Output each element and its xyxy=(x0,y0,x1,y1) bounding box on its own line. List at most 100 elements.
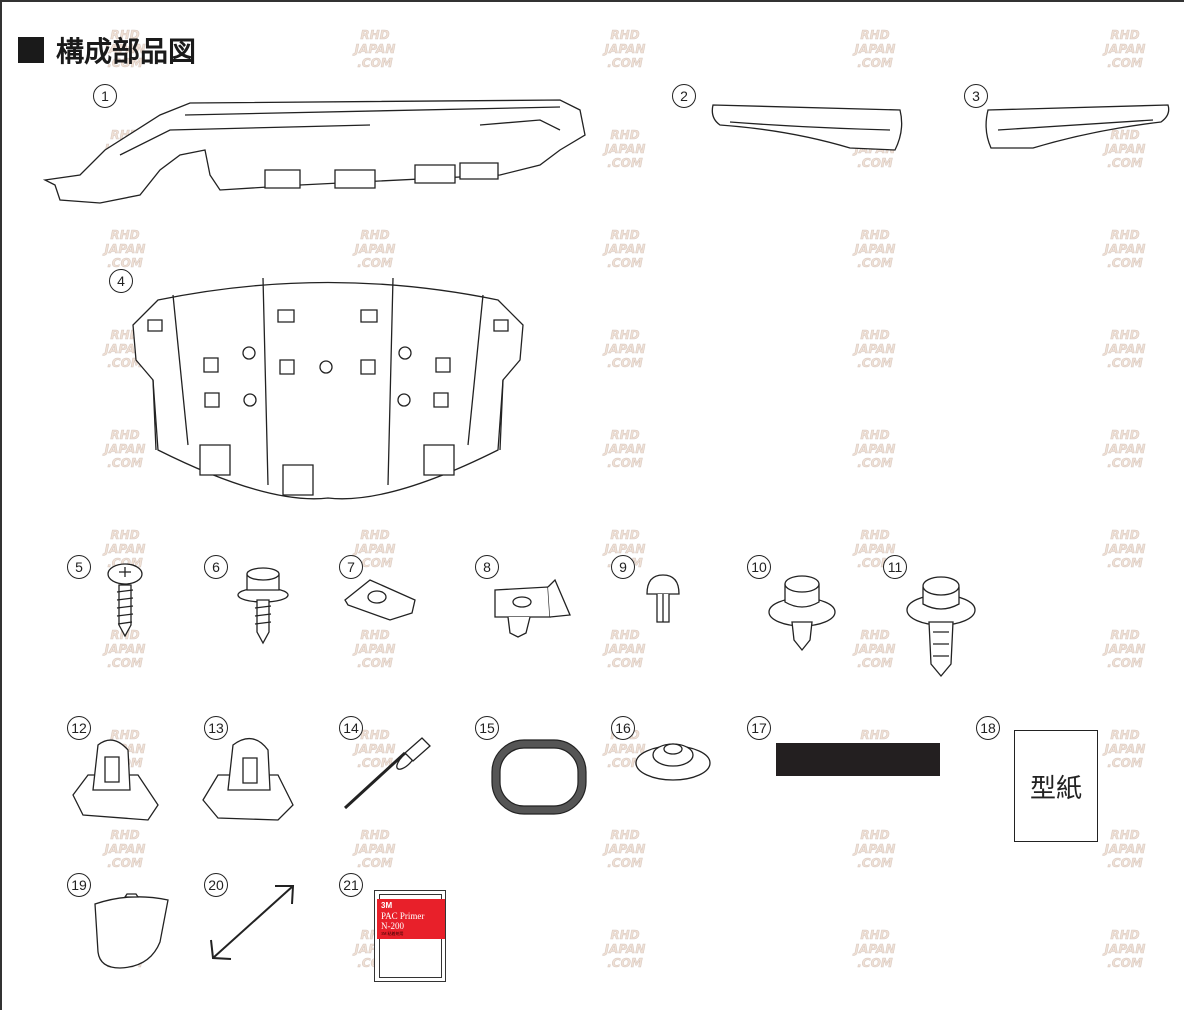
watermark-text: RHD xyxy=(360,528,390,543)
top-border xyxy=(0,0,1184,2)
part-17-tape xyxy=(776,743,940,776)
watermark-text: RHD xyxy=(1110,228,1140,243)
watermark-text: RHD xyxy=(1110,28,1140,43)
part-number-8: 8 xyxy=(475,555,499,579)
part-number-19: 19 xyxy=(67,873,91,897)
part-number-7: 7 xyxy=(339,555,363,579)
watermark-text: .COM xyxy=(1107,856,1143,871)
watermark-text: RHD xyxy=(860,928,890,943)
watermark-text: RHD xyxy=(610,228,640,243)
part-number-1: 1 xyxy=(93,84,117,108)
part-15-drawing xyxy=(490,738,590,816)
watermark-text: RHD xyxy=(860,228,890,243)
watermark-text: .COM xyxy=(857,356,893,371)
primer-label: 3M PAC Primer N-200 3M 粘着剤用 xyxy=(377,899,445,939)
part-21-primer: 3M PAC Primer N-200 3M 粘着剤用 xyxy=(374,890,446,982)
watermark-text: .COM xyxy=(607,356,643,371)
watermark-text: JAPAN xyxy=(104,242,146,257)
watermark-text: .COM xyxy=(1107,656,1143,671)
watermark-text: JAPAN xyxy=(104,642,146,657)
watermark-text: RHD xyxy=(610,328,640,343)
watermark-text: JAPAN xyxy=(604,642,646,657)
watermark-text: RHD xyxy=(360,228,390,243)
part-5-drawing xyxy=(105,560,150,640)
watermark-text: RHD xyxy=(360,28,390,43)
watermark-text: JAPAN xyxy=(854,242,896,257)
watermark-text: JAPAN xyxy=(604,542,646,557)
part-number-10: 10 xyxy=(747,555,771,579)
watermark-text: .COM xyxy=(1107,456,1143,471)
primer-brand: 3M xyxy=(381,901,393,910)
part-number-5: 5 xyxy=(67,555,91,579)
template-label: 型紙 xyxy=(1029,773,1082,804)
watermark-text: JAPAN xyxy=(854,42,896,57)
watermark-text: JAPAN xyxy=(1104,442,1146,457)
watermark-text: RHD xyxy=(610,828,640,843)
watermark-text: JAPAN xyxy=(604,842,646,857)
watermark-text: .COM xyxy=(357,256,393,271)
watermark-text: RHD xyxy=(360,828,390,843)
watermark-text: RHD xyxy=(1110,628,1140,643)
watermark-text: RHD xyxy=(860,728,890,743)
watermark-text: .COM xyxy=(1107,256,1143,271)
part-12-drawing xyxy=(68,735,163,825)
watermark-text: RHD xyxy=(610,428,640,443)
watermark-text: RHD xyxy=(1110,828,1140,843)
watermark-text: JAPAN xyxy=(354,842,396,857)
watermark-text: JAPAN xyxy=(1104,742,1146,757)
watermark-text: .COM xyxy=(857,56,893,71)
watermark-text: RHD xyxy=(610,28,640,43)
watermark-text: JAPAN xyxy=(854,842,896,857)
part-19-drawing xyxy=(90,892,172,972)
watermark-text: RHD xyxy=(1110,928,1140,943)
watermark-text: .COM xyxy=(107,856,143,871)
watermark-text: .COM xyxy=(357,656,393,671)
watermark-text: RHD xyxy=(1110,328,1140,343)
part-number-9: 9 xyxy=(611,555,635,579)
watermark-text: .COM xyxy=(607,56,643,71)
watermark-text: .COM xyxy=(107,656,143,671)
part-2-drawing xyxy=(710,100,910,155)
watermark-text: JAPAN xyxy=(854,442,896,457)
part-1-drawing xyxy=(40,95,590,210)
part-16-drawing xyxy=(633,735,713,785)
watermark-text: .COM xyxy=(607,456,643,471)
watermark-text: RHD xyxy=(610,128,640,143)
part-number-4: 4 xyxy=(109,269,133,293)
part-number-6: 6 xyxy=(204,555,228,579)
watermark-text: .COM xyxy=(857,456,893,471)
watermark-text: RHD xyxy=(110,228,140,243)
watermark-text: JAPAN xyxy=(354,642,396,657)
watermark-text: .COM xyxy=(607,156,643,171)
watermark-text: RHD xyxy=(860,328,890,343)
part-9-drawing xyxy=(643,572,683,627)
page-title: 構成部品図 xyxy=(18,30,196,70)
watermark-text: RHD xyxy=(860,528,890,543)
watermark-text: JAPAN xyxy=(604,442,646,457)
part-13-drawing xyxy=(198,730,296,825)
watermark-text: RHD xyxy=(610,928,640,943)
watermark-text: JAPAN xyxy=(1104,342,1146,357)
watermark-text: JAPAN xyxy=(604,242,646,257)
watermark-text: .COM xyxy=(607,656,643,671)
part-number-16: 16 xyxy=(611,716,635,740)
watermark-text: .COM xyxy=(1107,56,1143,71)
